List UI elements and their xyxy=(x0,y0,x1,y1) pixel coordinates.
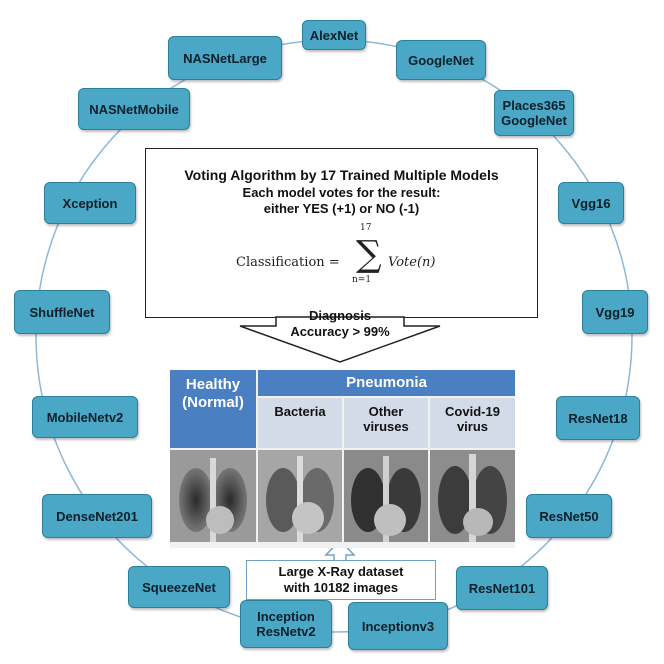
xray-image-healthy xyxy=(170,450,256,542)
xray-image-bacteria xyxy=(258,450,342,542)
model-googlenet: GoogleNet xyxy=(396,40,486,80)
covid-header: Covid-19 virus xyxy=(430,398,515,448)
formula-lhs: Classification = xyxy=(236,255,340,270)
voting-title: Voting Algorithm by 17 Trained Multiple … xyxy=(184,167,499,183)
sum-lower-limit: n=1 xyxy=(352,275,372,285)
classification-formula: Classification = 17 ∑ n=1 Vote(n) xyxy=(236,223,476,289)
healthy-header: Healthy (Normal) xyxy=(170,370,256,448)
voting-algorithm-box: Voting Algorithm by 17 Trained Multiple … xyxy=(145,148,538,318)
model-xception: Xception xyxy=(44,182,136,224)
model-mobilenetv2: MobileNetv2 xyxy=(32,396,138,438)
xray-image-other-viruses xyxy=(344,450,428,542)
sum-upper-limit: 17 xyxy=(360,223,372,233)
model-resnet18: ResNet18 xyxy=(556,396,640,440)
other-viruses-header: Other viruses xyxy=(344,398,428,448)
model-shufflenet: ShuffleNet xyxy=(14,290,110,334)
voting-line-1: Each model votes for the result: xyxy=(242,185,441,200)
model-resnet101: ResNet101 xyxy=(456,566,548,610)
xray-category-panel: Healthy (Normal) Pneumonia Bacteria Othe… xyxy=(170,370,515,548)
voting-line-2: either YES (+1) or NO (-1) xyxy=(263,201,420,216)
summation-symbol: ∑ xyxy=(356,234,382,275)
bacteria-header: Bacteria xyxy=(258,398,342,448)
diagnosis-text: Diagnosis Accuracy > 99% xyxy=(250,308,430,340)
model-inceptionv3: Inceptionv3 xyxy=(348,602,448,650)
model-places365-googlenet: Places365 GoogleNet xyxy=(494,90,574,136)
model-nasnetmobile: NASNetMobile xyxy=(78,88,190,130)
model-alexnet: AlexNet xyxy=(302,20,366,50)
model-squeezenet: SqueezeNet xyxy=(128,566,230,608)
dataset-box: Large X-Ray dataset with 10182 images xyxy=(246,560,436,600)
model-nasnetlarge: NASNetLarge xyxy=(168,36,282,80)
pneumonia-header: Pneumonia xyxy=(258,370,515,396)
model-vgg16: Vgg16 xyxy=(558,182,624,224)
dataset-line-2: with 10182 images xyxy=(283,580,399,595)
xray-image-covid xyxy=(430,450,515,542)
formula-rhs: Vote(n) xyxy=(388,255,436,270)
model-vgg19: Vgg19 xyxy=(582,290,648,334)
diagnosis-label: Diagnosis xyxy=(308,308,372,323)
dataset-line-1: Large X-Ray dataset xyxy=(278,564,404,579)
model-resnet50: ResNet50 xyxy=(526,494,612,538)
model-inception-resnetv2: Inception ResNetv2 xyxy=(240,600,332,648)
model-densenet201: DenseNet201 xyxy=(42,494,152,538)
accuracy-label: Accuracy > 99% xyxy=(290,324,390,339)
